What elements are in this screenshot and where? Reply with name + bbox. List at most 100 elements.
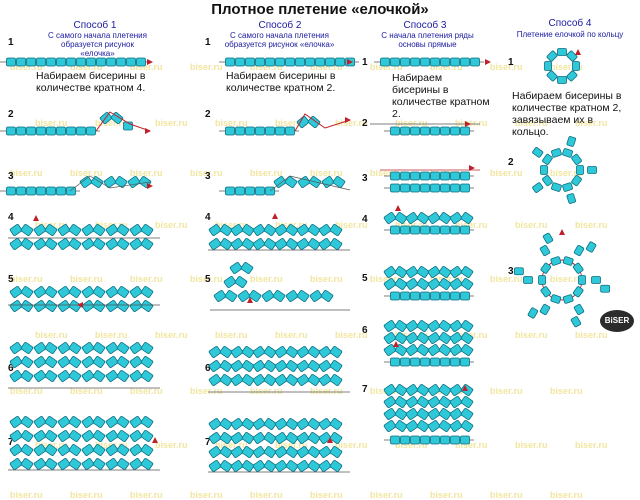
watermark: biser.ru [130, 386, 163, 396]
bead [274, 432, 288, 444]
bead [66, 57, 76, 67]
bead [235, 57, 245, 67]
bead [129, 430, 143, 442]
bead [274, 360, 288, 372]
col2-step-3: 3 [205, 171, 211, 182]
bead [92, 444, 106, 456]
watermark: biser.ru [95, 220, 128, 230]
bead [420, 171, 430, 181]
bead [9, 300, 23, 312]
watermark: biser.ru [515, 330, 548, 340]
watermark: biser.ru [490, 168, 523, 178]
bead [57, 444, 71, 456]
bead [394, 408, 408, 420]
bead [116, 370, 130, 382]
bead [16, 186, 26, 196]
bead [572, 262, 584, 274]
bead [105, 416, 119, 428]
bead [573, 245, 585, 257]
watermark: biser.ru [490, 386, 523, 396]
watermark: biser.ru [310, 386, 343, 396]
watermark: biser.ru [335, 440, 368, 450]
bead [540, 165, 548, 175]
bead [460, 266, 474, 278]
bead [329, 360, 343, 372]
bead [438, 320, 452, 332]
bead [285, 374, 299, 386]
bead [57, 430, 71, 442]
watermark: biser.ru [455, 220, 488, 230]
bead [449, 396, 463, 408]
bead [273, 176, 287, 188]
bead [230, 238, 244, 250]
watermark: biser.ru [250, 62, 283, 72]
bead [383, 344, 397, 356]
watermark: biser.ru [550, 490, 583, 500]
bead [44, 430, 58, 442]
bead [76, 57, 86, 67]
bead [116, 444, 130, 456]
bead [285, 360, 299, 372]
watermark: biser.ru [430, 490, 463, 500]
watermark: biser.ru [430, 274, 463, 284]
col3-step-4: 4 [362, 214, 368, 225]
bead [263, 224, 277, 236]
col4-title: Способ 4 [548, 18, 592, 29]
bead [234, 276, 248, 288]
bead [6, 186, 16, 196]
bead [86, 57, 96, 67]
bead [400, 183, 410, 193]
bead [33, 342, 47, 354]
bead [105, 238, 119, 250]
bead [68, 300, 82, 312]
bead [460, 212, 474, 224]
col3-step-1: 1 [362, 57, 368, 68]
col2-step-7: 7 [205, 437, 211, 448]
watermark: biser.ru [310, 168, 343, 178]
bead [394, 320, 408, 332]
bead [129, 370, 143, 382]
bead [230, 460, 244, 472]
bead [274, 224, 288, 236]
watermark: biser.ru [95, 118, 128, 128]
bead [394, 396, 408, 408]
bead [394, 420, 408, 432]
bead [420, 126, 430, 136]
col1-step-1: 1 [8, 37, 14, 48]
thread-line [95, 111, 151, 132]
bead [96, 57, 106, 67]
col4-step-3: 3 [508, 266, 514, 277]
bead [230, 346, 244, 358]
bead [92, 224, 106, 236]
bead [116, 224, 130, 236]
bead [140, 458, 154, 470]
bead [81, 444, 95, 456]
watermark: biser.ru [395, 118, 428, 128]
bead [245, 126, 255, 136]
bead [129, 238, 143, 250]
bead [450, 291, 460, 301]
col2-title: Способ 2 [258, 20, 302, 31]
bead [26, 57, 36, 67]
bead [420, 435, 430, 445]
watermark: biser.ru [70, 168, 103, 178]
thread-arrow [327, 437, 333, 443]
col3-step-3: 3 [362, 173, 368, 184]
bead [9, 286, 23, 298]
bead [430, 435, 440, 445]
bead [285, 432, 299, 444]
watermark: biser.ru [310, 490, 343, 500]
bead [241, 460, 255, 472]
bead [36, 126, 46, 136]
col2-step-4: 4 [205, 212, 211, 223]
bead [335, 57, 345, 67]
watermark: biser.ru [575, 118, 608, 128]
bead [329, 238, 343, 250]
watermark: biser.ru [215, 118, 248, 128]
watermark: biser.ru [335, 220, 368, 230]
bead [252, 238, 266, 250]
thread-arrow [145, 128, 151, 134]
bead [307, 446, 321, 458]
bead [460, 126, 470, 136]
bead [105, 370, 119, 382]
